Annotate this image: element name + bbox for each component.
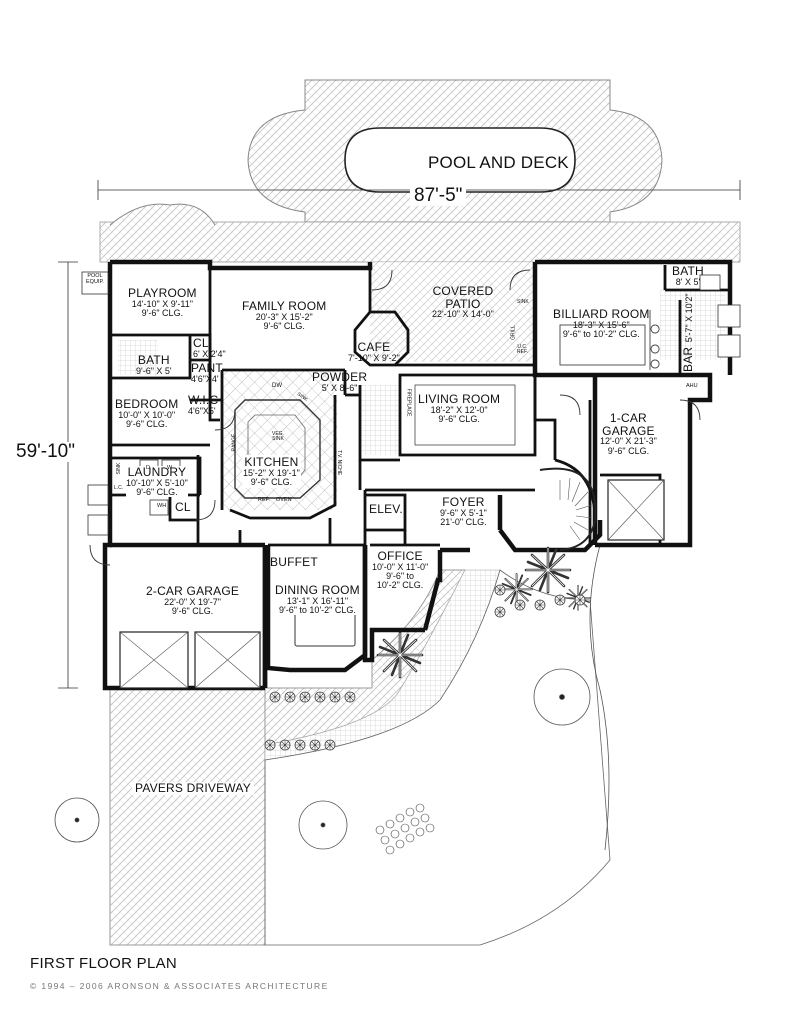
room-powder: POWDER 5' X 8'-6" (312, 370, 368, 393)
width-dimension: 87'-5" (410, 186, 467, 206)
pool-equip-label: POOL EQUIP. (86, 273, 104, 286)
veg-sink-label: VEG. SINK (272, 431, 284, 443)
room-dining: DINING ROOM 13'-1" X 16'-11" 9'-6" to 10… (275, 583, 360, 616)
room-elevator: ELEV. (369, 502, 403, 516)
room-living: LIVING ROOM 18'-2" X 12'-0" 9'-6" CLG. (418, 392, 501, 425)
room-cafe: CAFE 7'-10" X 9'-2" (348, 340, 400, 363)
ref-label: REF. (258, 497, 270, 503)
room-2car-garage: 2-CAR GARAGE 22'-0" X 19'-7" 9'-6" CLG. (146, 584, 240, 617)
room-foyer: FOYER 9'-6" X 5'-1" 21'-0" CLG. (440, 495, 487, 528)
dryer-label: D (146, 465, 150, 471)
room-bar: BAR 5'-7" X 10'2" (681, 293, 695, 372)
linen-closet-label: L.C. (114, 485, 124, 491)
copyright-notice: © 1994 – 2006 ARONSON & ASSOCIATES ARCHI… (30, 981, 329, 991)
room-wic: W.I.C 4'6"X5' (188, 393, 219, 416)
grill-label: GRILL (510, 325, 517, 340)
water-heater-label: WH (157, 503, 167, 509)
room-family: FAMILY ROOM 20'-3" X 15'-2" 9'-6" CLG. (242, 299, 327, 332)
room-bedroom: BEDROOM 10'-0" X 10'-0" 9'-6" CLG. (115, 397, 179, 430)
uc-ref-label: U.C. REF. (517, 344, 528, 356)
washer-label: W (167, 465, 173, 471)
room-buffet: BUFFET (270, 555, 318, 569)
dishwasher-label: DW (272, 383, 282, 389)
room-covered-patio: COVERED PATIO 22'-10" X 14'-0" (432, 284, 494, 320)
room-1car-garage: 1-CAR GARAGE 12'-0" X 21'-3" 9'-6" CLG. (600, 411, 657, 456)
room-closet-2: CL (175, 500, 191, 514)
pool (344, 127, 576, 193)
room-playroom: PLAYROOM 14'-10" X 9'-11" 9'-6" CLG. (128, 286, 197, 319)
room-kitchen: KITCHEN 15'-2" X 19'-1" 9'-6" CLG. (242, 455, 301, 489)
laundry-sink-label: SINK (116, 462, 123, 475)
pavers-driveway (109, 687, 266, 946)
room-bath-right: BATH 8' X 5' (672, 264, 704, 287)
range-label: RANGE (231, 433, 238, 452)
fireplace-label: FIREPLACE (405, 388, 412, 417)
room-laundry: LAUNDRY 10'-10" X 5'-10" 9'-6" CLG. (126, 465, 188, 498)
room-closet-1: CL 6' X 2'4" (193, 336, 226, 359)
patio-sink-label: SINK (517, 299, 529, 305)
oven-label: OVEN (276, 497, 292, 503)
tv-niche-label: T.V. NICHE (336, 450, 343, 476)
room-billiard: BILLIARD ROOM 18'-3" X 15'-6" 9'-6" to 1… (553, 307, 650, 340)
room-office: OFFICE 10'-0" X 11'-0" 9'-6" to 10'-2" C… (372, 549, 429, 591)
room-bath-left: BATH 9'-6" X 5' (136, 353, 172, 376)
plan-title: FIRST FLOOR PLAN (30, 955, 178, 972)
room-driveway: PAVERS DRIVEWAY (132, 782, 254, 795)
room-pantry: PANT 4'6"X4' (191, 361, 223, 384)
ahu-label: AHU (686, 383, 698, 389)
pool-label: POOL AND DECK (428, 153, 569, 172)
depth-dimension: 59'-10" (16, 441, 75, 462)
